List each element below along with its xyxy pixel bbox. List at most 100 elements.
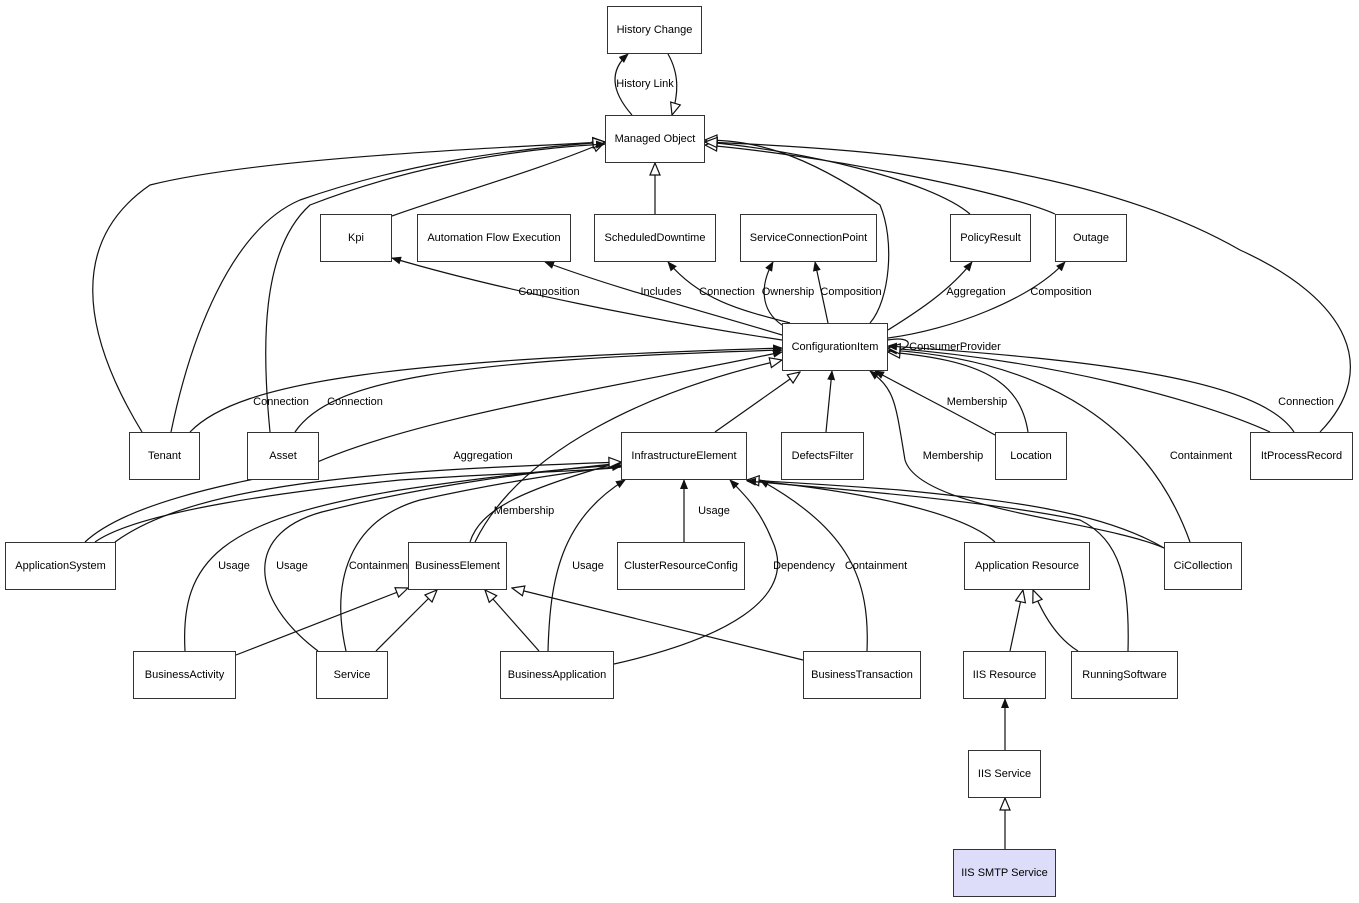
edge-location-to-configuration-item — [874, 370, 996, 436]
node-label: DefectsFilter — [791, 450, 854, 462]
node-label: Tenant — [147, 450, 182, 462]
node-label: ConfigurationItem — [791, 341, 879, 353]
node-label: Asset — [269, 450, 297, 462]
node-business-application[interactable]: BusinessApplication — [500, 651, 614, 699]
node-policy-result[interactable]: PolicyResult — [950, 214, 1031, 262]
edge-kpi-to-managed-object — [391, 142, 605, 217]
edge-it-process-record-to-configuration-item — [887, 342, 1295, 433]
edge-ci-collection-to-infrastructure-element — [746, 477, 1129, 652]
node-label: ClusterResourceConfig — [624, 560, 738, 572]
node-location[interactable]: Location — [995, 432, 1067, 480]
edge-label: Composition — [1030, 286, 1091, 298]
node-history-change[interactable]: History Change — [607, 6, 702, 54]
edge-iis-resource-to-application-resource — [1033, 590, 1079, 652]
edge-configuration-item-to-outage — [887, 261, 1066, 339]
node-label: Outage — [1072, 232, 1110, 244]
node-label: IIS Resource — [972, 669, 1037, 681]
edge-label: Containment — [845, 560, 907, 572]
node-label: BusinessApplication — [507, 669, 607, 681]
node-automation-flow-execution[interactable]: Automation Flow Execution — [417, 214, 571, 262]
edge-label: Membership — [494, 505, 555, 517]
edge-cluster-resource-config-to-infrastructure-element — [613, 479, 779, 665]
edge-managed-object-to-history-change — [614, 53, 633, 116]
edge-label: Connection — [327, 396, 383, 408]
node-asset[interactable]: Asset — [247, 432, 319, 480]
edge-label: Containment — [349, 560, 411, 572]
edge-service-to-infrastructure-element — [340, 463, 622, 652]
node-scheduled-downtime[interactable]: ScheduledDowntime — [594, 214, 716, 262]
node-ci-collection[interactable]: CiCollection — [1164, 542, 1242, 590]
node-label: IIS Service — [977, 768, 1032, 780]
edge-configuration-item-to-policy-result — [887, 261, 973, 331]
edge-configuration-item-to-managed-object — [705, 140, 890, 324]
node-label: PolicyResult — [960, 232, 1021, 244]
node-running-software[interactable]: RunningSoftware — [1071, 651, 1178, 699]
edge-label: Aggregation — [946, 286, 1005, 298]
edge-label: ConsumerProvider — [909, 341, 1001, 353]
node-application-resource[interactable]: Application Resource — [964, 542, 1090, 590]
edge-tenant-to-configuration-item — [189, 344, 783, 433]
edge-configuration-item-to-service-connection-point — [812, 261, 829, 324]
node-iis-smtp-service[interactable]: IIS SMTP Service — [953, 849, 1056, 897]
edge-label: Ownership — [762, 286, 815, 298]
edge-asset-to-configuration-item — [294, 346, 783, 433]
node-service[interactable]: Service — [316, 651, 388, 699]
node-label: Location — [1010, 450, 1052, 462]
node-label: ItProcessRecord — [1260, 450, 1343, 462]
edge-label: Composition — [518, 286, 579, 298]
node-kpi[interactable]: Kpi — [320, 214, 392, 262]
edge-label: Usage — [218, 560, 250, 572]
node-label: Service — [333, 669, 371, 681]
edge-infrastructure-element-to-configuration-item — [714, 372, 800, 433]
edge-label: Composition — [820, 286, 881, 298]
node-infrastructure-element[interactable]: InfrastructureElement — [621, 432, 747, 480]
edge-it-process-record-to-configuration-item — [469, 460, 622, 543]
node-label: RunningSoftware — [1082, 669, 1167, 681]
edge-label: Connection — [1278, 396, 1334, 408]
node-it-process-record[interactable]: ItProcessRecord — [1250, 432, 1353, 480]
node-business-element[interactable]: BusinessElement — [408, 542, 507, 590]
edge-running-software-to-infrastructure-element — [114, 462, 621, 543]
edge-application-system-to-configuration-item — [84, 349, 783, 543]
node-managed-object[interactable]: Managed Object — [605, 115, 705, 163]
node-label: Automation Flow Execution — [427, 232, 561, 244]
edge-history-change-to-managed-object — [667, 53, 677, 115]
node-configuration-item[interactable]: ConfigurationItem — [782, 323, 888, 371]
node-service-connection-point[interactable]: ServiceConnectionPoint — [740, 214, 877, 262]
node-label: InfrastructureElement — [631, 450, 737, 462]
node-label: Managed Object — [614, 133, 696, 145]
node-label: BusinessActivity — [144, 669, 225, 681]
node-iis-resource[interactable]: IIS Resource — [963, 651, 1046, 699]
node-defects-filter[interactable]: DefectsFilter — [781, 432, 864, 480]
edge-tenant-to-managed-object — [92, 142, 605, 433]
edge-label: Usage — [572, 560, 604, 572]
edge-it-process-record-to-managed-object — [705, 142, 1351, 433]
node-business-transaction[interactable]: BusinessTransaction — [803, 651, 921, 699]
edge-location-to-configuration-item — [888, 352, 1029, 433]
edge-ci-collection-to-configuration-item — [888, 348, 1271, 433]
edge-outage-to-managed-object — [705, 145, 1056, 215]
edge-business-application-to-infrastructure-element — [759, 479, 868, 652]
edge-label: Membership — [947, 396, 1008, 408]
node-label: ApplicationSystem — [15, 560, 106, 572]
edge-defects-filter-to-configuration-item — [825, 370, 836, 433]
node-cluster-resource-config[interactable]: ClusterResourceConfig — [617, 542, 745, 590]
node-iis-service[interactable]: IIS Service — [968, 750, 1041, 798]
edge-label: Connection — [699, 286, 755, 298]
node-label: BusinessElement — [415, 560, 500, 572]
node-outage[interactable]: Outage — [1055, 214, 1127, 262]
node-tenant[interactable]: Tenant — [129, 432, 200, 480]
node-label: History Change — [616, 24, 693, 36]
edge-business-element-to-configuration-item — [474, 360, 782, 543]
node-business-activity[interactable]: BusinessActivity — [133, 651, 236, 699]
edge-business-activity-to-business-element — [375, 590, 437, 652]
node-label: ScheduledDowntime — [604, 232, 706, 244]
edge-ci-collection-to-configuration-item — [869, 370, 1165, 549]
edge-configuration-item-to-automation-flow-execution — [544, 261, 783, 336]
node-application-system[interactable]: ApplicationSystem — [5, 542, 116, 590]
edge-application-system-to-infrastructure-element — [235, 588, 408, 656]
edge-business-transaction-to-infrastructure-element — [746, 476, 996, 543]
edge-label: History Link — [616, 78, 674, 90]
